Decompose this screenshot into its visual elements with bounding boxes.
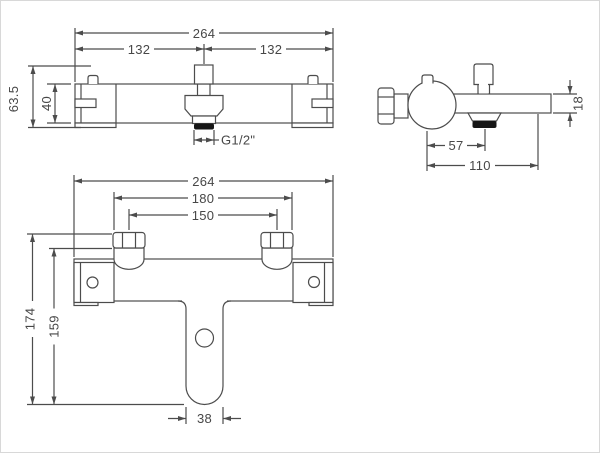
bath-spout	[177, 300, 232, 406]
dim-overall-height-front: 63.5	[6, 86, 21, 113]
outlet-seal-ring	[194, 123, 214, 130]
knob-stub	[421, 74, 434, 84]
inlet-connector-side	[393, 93, 409, 119]
plate-foot-right-spout-view	[308, 301, 334, 307]
dim-right-half: 132	[260, 42, 283, 57]
dim-outlet-offset: 57	[448, 138, 463, 153]
dim-overall-width-spout-view: 264	[192, 174, 215, 189]
dim-inlet-center-spacing: 150	[192, 208, 215, 223]
plate-foot-right	[291, 122, 334, 129]
fixing-hole-right	[307, 275, 321, 289]
front-spout-view: 264 180 150 174 159 38	[23, 174, 334, 426]
dim-body-height: 40	[39, 96, 54, 111]
shower-outlet-collar	[191, 115, 217, 125]
inlet-collar-left	[113, 247, 145, 270]
front-view-dim-text: 264 132 132 63.5 40 G1/2"	[6, 26, 282, 148]
inlet-nut-left	[112, 231, 146, 249]
fixing-hole-left	[86, 276, 99, 289]
front-spout-dimensions	[26, 175, 334, 424]
plate-foot-left	[74, 122, 117, 129]
dim-overall-depth: 110	[469, 158, 491, 173]
diverter-button	[194, 328, 215, 348]
top-outlet-stub	[193, 64, 214, 85]
fixing-tab-left	[87, 74, 99, 84]
shower-outlet-housing	[184, 94, 224, 117]
top-outlet-stub-side	[473, 63, 494, 86]
dim-spout-width: 38	[197, 411, 212, 426]
shower-outlet-side	[466, 112, 503, 122]
dim-overall-height-spout-view: 174	[23, 308, 38, 331]
front-view-dimensions	[28, 27, 334, 145]
wall-slot-right	[311, 98, 334, 109]
dim-body-depth: 18	[571, 96, 586, 111]
dim-left-half: 132	[128, 42, 151, 57]
inlet-collar-right	[261, 247, 293, 270]
side-view: 18 57 110	[377, 63, 586, 173]
dim-height-to-spout-tip: 159	[47, 315, 62, 338]
outlet-seal-ring-side	[472, 121, 497, 128]
temperature-knob-side	[407, 80, 457, 130]
hex-nut-side	[377, 87, 395, 125]
inlet-nut-right	[260, 231, 294, 249]
dim-outlet-thread: G1/2"	[221, 133, 255, 148]
plate-foot-left-spout-view	[73, 301, 99, 307]
dim-inlet-outer-spacing: 180	[192, 191, 215, 206]
front-view: 264 132 132 63.5 40 G1/2"	[6, 26, 334, 148]
dim-overall-width-front: 264	[193, 26, 216, 41]
fixing-tab-right	[307, 74, 319, 84]
side-view-dim-text: 18 57 110	[448, 96, 585, 173]
wall-slot-left	[74, 98, 97, 109]
side-view-dimensions	[426, 80, 577, 172]
front-spout-dim-text: 264 180 150 174 159 38	[23, 174, 215, 426]
